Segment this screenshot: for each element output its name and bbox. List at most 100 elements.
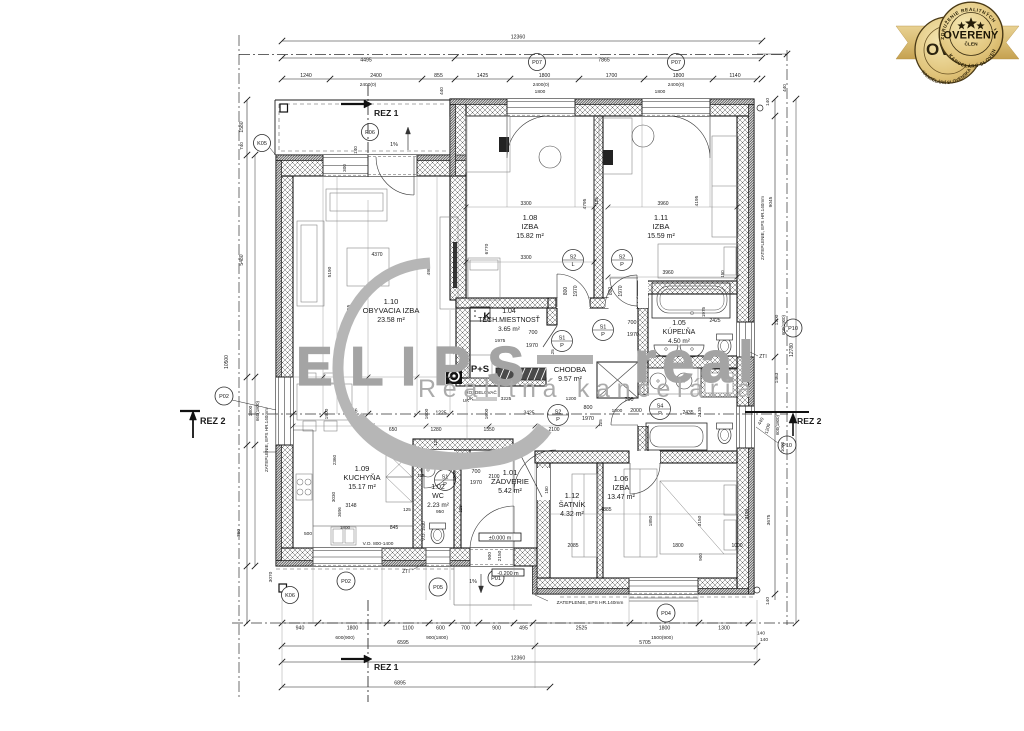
svg-text:Realitná kancelária: Realitná kancelária <box>418 375 751 403</box>
svg-text:1200: 1200 <box>774 314 780 325</box>
svg-text:125: 125 <box>598 419 603 427</box>
svg-text:4885: 4885 <box>600 507 611 513</box>
svg-text:125: 125 <box>403 507 411 512</box>
svg-text:700: 700 <box>628 320 637 326</box>
svg-text:1300: 1300 <box>718 626 730 632</box>
svg-text:2400(0): 2400(0) <box>668 82 685 88</box>
svg-text:600(1800): 600(1800) <box>775 414 780 435</box>
svg-text:ZTI: ZTI <box>402 569 410 575</box>
svg-text:1970: 1970 <box>573 285 579 296</box>
svg-text:P02: P02 <box>341 579 351 585</box>
svg-text:3425: 3425 <box>523 411 534 417</box>
svg-text:1463: 1463 <box>774 372 780 383</box>
svg-text:2135: 2135 <box>697 406 702 417</box>
svg-text:S4: S4 <box>657 403 664 409</box>
svg-text:845: 845 <box>390 525 399 531</box>
svg-text:1800: 1800 <box>539 73 551 79</box>
svg-text:S2: S2 <box>619 254 626 260</box>
svg-text:2400(0): 2400(0) <box>533 82 550 88</box>
svg-text:700: 700 <box>625 397 634 403</box>
svg-text:700: 700 <box>529 330 538 336</box>
svg-text:1350: 1350 <box>483 427 494 433</box>
svg-text:1.12: 1.12 <box>565 491 580 500</box>
svg-text:125: 125 <box>550 349 555 357</box>
svg-text:1.05: 1.05 <box>672 320 686 327</box>
svg-text:1800: 1800 <box>535 89 546 95</box>
svg-text:1800: 1800 <box>248 405 254 416</box>
svg-text:1%: 1% <box>469 579 477 585</box>
svg-text:KUCHYŇA: KUCHYŇA <box>343 473 381 482</box>
svg-text:2.23 m²: 2.23 m² <box>427 502 450 509</box>
svg-text:12360: 12360 <box>511 656 526 662</box>
svg-text:3300: 3300 <box>520 255 531 261</box>
svg-text:7865: 7865 <box>598 58 610 64</box>
svg-text:700: 700 <box>461 626 470 632</box>
svg-text:125: 125 <box>452 347 457 355</box>
svg-text:1225: 1225 <box>435 411 446 417</box>
svg-text:1800: 1800 <box>673 73 685 79</box>
svg-text:9.57 m²: 9.57 m² <box>558 376 582 383</box>
svg-text:3030: 3030 <box>331 491 336 502</box>
svg-text:1.01: 1.01 <box>503 468 518 477</box>
svg-text:4495: 4495 <box>360 58 372 64</box>
svg-text:4.50 m²: 4.50 m² <box>668 338 691 345</box>
svg-text:V.O. 800-1400: V.O. 800-1400 <box>363 541 394 547</box>
svg-text:1800: 1800 <box>659 626 671 632</box>
svg-text:1.04: 1.04 <box>502 308 516 315</box>
svg-text:1140: 1140 <box>729 73 740 79</box>
svg-text:900: 900 <box>492 626 501 632</box>
svg-text:125: 125 <box>594 197 599 205</box>
svg-text:6595: 6595 <box>397 640 409 646</box>
svg-text:140: 140 <box>757 631 765 637</box>
svg-text:5190: 5190 <box>327 266 333 277</box>
svg-text:1.06: 1.06 <box>614 474 629 483</box>
svg-text:1600: 1600 <box>424 408 430 419</box>
svg-text:3070: 3070 <box>268 571 274 582</box>
svg-text:ZTI: ZTI <box>759 354 767 360</box>
svg-text:900: 900 <box>487 552 493 560</box>
svg-text:1500(900): 1500(900) <box>651 635 673 641</box>
svg-text:440: 440 <box>439 87 444 95</box>
svg-text:3675: 3675 <box>766 514 772 525</box>
svg-text:1.10: 1.10 <box>384 297 399 306</box>
svg-text:6770: 6770 <box>484 243 490 254</box>
svg-text:150: 150 <box>544 486 549 494</box>
svg-text:2100: 2100 <box>488 474 499 480</box>
svg-text:4195: 4195 <box>694 195 700 206</box>
svg-text:4985: 4985 <box>426 264 432 275</box>
svg-text:P: P <box>620 262 624 268</box>
svg-text:ELIPS: ELIPS <box>296 335 524 397</box>
svg-text:1800: 1800 <box>340 525 351 530</box>
svg-text:2400: 2400 <box>370 73 382 79</box>
svg-text:KÚPEĽŇA: KÚPEĽŇA <box>663 327 696 336</box>
svg-text:1.09: 1.09 <box>355 464 370 473</box>
svg-text:1800: 1800 <box>655 89 666 95</box>
svg-text:P: P <box>601 332 605 338</box>
svg-text:15.59 m²: 15.59 m² <box>647 233 675 240</box>
svg-text:-0.200 m: -0.200 m <box>497 571 519 577</box>
svg-text:1800: 1800 <box>452 470 457 481</box>
svg-text:S1: S1 <box>600 324 607 330</box>
svg-text:ČLEN: ČLEN <box>964 40 978 47</box>
svg-text:REZ 1: REZ 1 <box>374 662 399 672</box>
svg-text:2000: 2000 <box>630 408 642 414</box>
svg-text:3960: 3960 <box>662 270 673 276</box>
svg-text:700: 700 <box>472 469 481 475</box>
svg-text:2435: 2435 <box>682 410 693 416</box>
svg-text:1970: 1970 <box>627 332 639 338</box>
svg-text:1.11: 1.11 <box>654 213 668 222</box>
svg-text:125: 125 <box>433 438 438 446</box>
svg-text:440: 440 <box>757 416 765 426</box>
svg-text:P: P <box>443 482 447 488</box>
svg-text:P04: P04 <box>661 611 671 617</box>
svg-text:3.65 m²: 3.65 m² <box>498 326 521 333</box>
svg-text:1000: 1000 <box>731 543 742 549</box>
svg-text:300: 300 <box>342 164 347 172</box>
svg-text:IZBA: IZBA <box>653 222 671 231</box>
svg-text:800: 800 <box>563 287 569 296</box>
svg-text:140: 140 <box>765 98 771 106</box>
svg-text:ROZDELOVAČ: ROZDELOVAČ <box>465 389 497 395</box>
svg-text:800: 800 <box>584 405 593 411</box>
svg-text:3190: 3190 <box>744 508 750 519</box>
svg-text:1970: 1970 <box>582 416 594 422</box>
